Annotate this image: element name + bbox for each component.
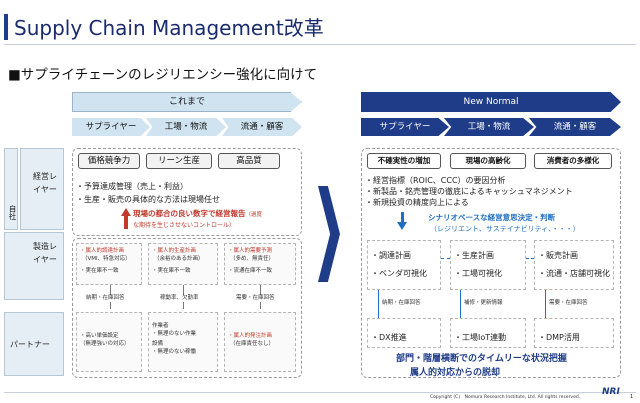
right-link-label-1: 納期・在庫回答 [382, 300, 421, 306]
left-partner-supplier [76, 312, 142, 372]
right-partner-retail [534, 318, 614, 348]
row-label-partner: パートナー [10, 340, 50, 349]
row-side-label: 自社 [8, 205, 17, 220]
left-note-line2: な期待を生じさせないコントロール） [133, 222, 236, 229]
right-mfg-factory-line2: ・工場可視化 [454, 269, 502, 278]
up-arrow-icon [121, 208, 131, 216]
right-pill-uncertainty: 不確実性の増加 [367, 153, 441, 169]
right-mgmt-bullet-3: ・新規投資の精度向上による [365, 198, 469, 207]
right-link-line-2 [460, 290, 461, 318]
right-h-link-1 [441, 258, 450, 259]
left-pill-quality: 高品質 [218, 153, 280, 169]
row-side-label-box [4, 148, 18, 230]
page-title: Supply Chain Management改革 [14, 16, 324, 40]
right-partner-supplier-text: ・DX推進 [371, 333, 407, 342]
left-partner-retail-line2: （在庫責任なし） [230, 341, 275, 347]
right-main-box [361, 148, 621, 378]
left-mfg-supplier [76, 243, 142, 285]
left-partner-retail [224, 312, 296, 372]
left-mgmt-box [72, 148, 302, 236]
left-mfg-supplier-line3: ・実在庫不一致 [80, 268, 119, 274]
right-pill-aging: 現場の高齢化 [450, 153, 526, 169]
left-partner-factory-line2: ・無理のない作業 [152, 331, 197, 337]
down-arrow-shaft [401, 212, 404, 224]
right-chevron-retail: 流通・顧客 [529, 118, 621, 136]
right-h-link-2 [526, 258, 534, 259]
right-mfg-retail-line2: ・流通・店舗可視化 [538, 269, 610, 278]
left-link-label-3: 需要・在庫回答 [236, 295, 275, 302]
down-arrow-icon [397, 222, 407, 230]
left-mfg-supplier-line2: （VMI、特急対応） [82, 256, 131, 262]
left-partner-factory [148, 312, 218, 372]
right-mfg-supplier-line2: ・ベンダ可視化 [371, 269, 427, 278]
right-mfg-supplier [367, 240, 441, 290]
left-mgmt-bullet-2: ・生産・販売の具体的な方法は現場任せ [76, 195, 220, 204]
left-partner-supplier-line1: ・高い単価設定 [80, 333, 119, 339]
right-link-line-1 [378, 290, 379, 318]
footer-divider [4, 392, 636, 393]
title-divider [4, 44, 636, 45]
left-mfg-factory [148, 243, 218, 285]
left-link-label-1: 納期・在庫回答 [86, 295, 125, 302]
left-mfg-factory-line1: ・属人的生産計画 [152, 248, 197, 254]
right-link-label-3: 需要・在庫回答 [549, 300, 588, 306]
left-note-line1: 現場の都合の良い数字で経営報告（過度 [133, 209, 263, 218]
left-mfg-retail-line2: （多め、無責任） [230, 256, 275, 262]
right-partner-supplier [367, 318, 441, 348]
left-mgmt-bullet-1: ・予算達成管理（売上・利益） [76, 182, 188, 191]
right-decision-line1: シナリオベースな経営意思決定・判断 [428, 213, 556, 222]
page-subtitle: ■サプライチェーンのレジリエンシー強化に向けて [8, 67, 318, 83]
left-partner-retail-line1: ・属人的発注計画 [228, 333, 273, 339]
left-pill-lean: リーン生産 [146, 153, 212, 169]
left-pill-price: 価格競争力 [78, 153, 140, 169]
right-chevron-factory: 工場・物流 [444, 118, 534, 136]
right-mfg-factory [450, 240, 526, 290]
left-mfg-retail-line1: ・属人的需要予測 [228, 248, 273, 254]
left-mfg-factory-line3: ・実在庫不一致 [152, 268, 191, 274]
right-partner-factory [450, 318, 526, 348]
copyright: Copyright (C) Nomura Research Institute,… [430, 395, 581, 400]
left-mfg-retail [224, 243, 296, 285]
up-arrow-shaft [124, 215, 128, 229]
right-mgmt-bullet-2: ・新製品・銘売管理の徹底によるキャッシュマネジメント [365, 187, 573, 196]
right-mfg-retail-line1: ・販売計画 [538, 251, 578, 260]
left-partner-factory-line3: 設備 [152, 341, 164, 347]
left-chevron-factory: 工場・物流 [146, 118, 226, 136]
right-header: New Normal [361, 92, 621, 112]
right-pill-diversification: 消費者の多様化 [534, 153, 612, 169]
left-partner-supplier-line2: （無理強いの対応） [80, 341, 130, 347]
row-label-mfg: 製造レイヤー [33, 242, 57, 264]
left-chevron-retail: 流通・顧客 [222, 118, 302, 136]
right-mfg-supplier-line1: ・調達計画 [371, 251, 411, 260]
right-mfg-factory-line1: ・生産計画 [454, 251, 494, 260]
right-mgmt-bullet-1: ・経営指標（ROIC、CCC）の要因分析 [365, 176, 506, 185]
right-bottom-line1: 部門・階層横断でのタイムリーな状況把握 [396, 354, 567, 364]
right-chevron-supplier: サプライヤー [361, 118, 449, 136]
transition-chevron-icon [318, 186, 340, 282]
page-number: 1 [630, 394, 634, 400]
left-header: これまで [72, 92, 302, 112]
right-decision-line2: （レジリエント、サステイナビリティ、・・・） [430, 225, 580, 233]
left-mfg-factory-line2: （余裕のある計画） [154, 256, 204, 262]
right-partner-retail-text: ・DMP活用 [538, 333, 580, 342]
right-partner-factory-text: ・工場IoT連動 [454, 333, 507, 342]
row-label-mgmt-box [20, 148, 64, 230]
left-link-label-2: 稼動率、欠勤率 [160, 295, 199, 302]
right-link-line-3 [545, 290, 546, 318]
row-label-mgmt: 経営レイヤー [33, 172, 57, 194]
left-partner-factory-line4: ・無理のない稼働 [152, 349, 197, 355]
right-bottom-line2: 属人的対応からの脱却 [410, 368, 501, 378]
row-label-partner-box [4, 312, 64, 376]
right-link-label-2: 補修・更新情報 [464, 300, 503, 306]
title-accent-bar [4, 14, 8, 40]
row-label-mfg-box [4, 232, 64, 300]
nri-logo: NRI [602, 387, 620, 397]
left-mfg-supplier-line1: ・属人的調達計画 [80, 248, 125, 254]
left-mfg-retail-line3: ・流通在庫不一致 [228, 268, 273, 274]
left-chevron-supplier: サプライヤー [72, 118, 150, 136]
left-partner-factory-line1: 作業者 [152, 323, 169, 329]
left-ops-box [72, 238, 302, 378]
right-mfg-retail [534, 240, 614, 290]
